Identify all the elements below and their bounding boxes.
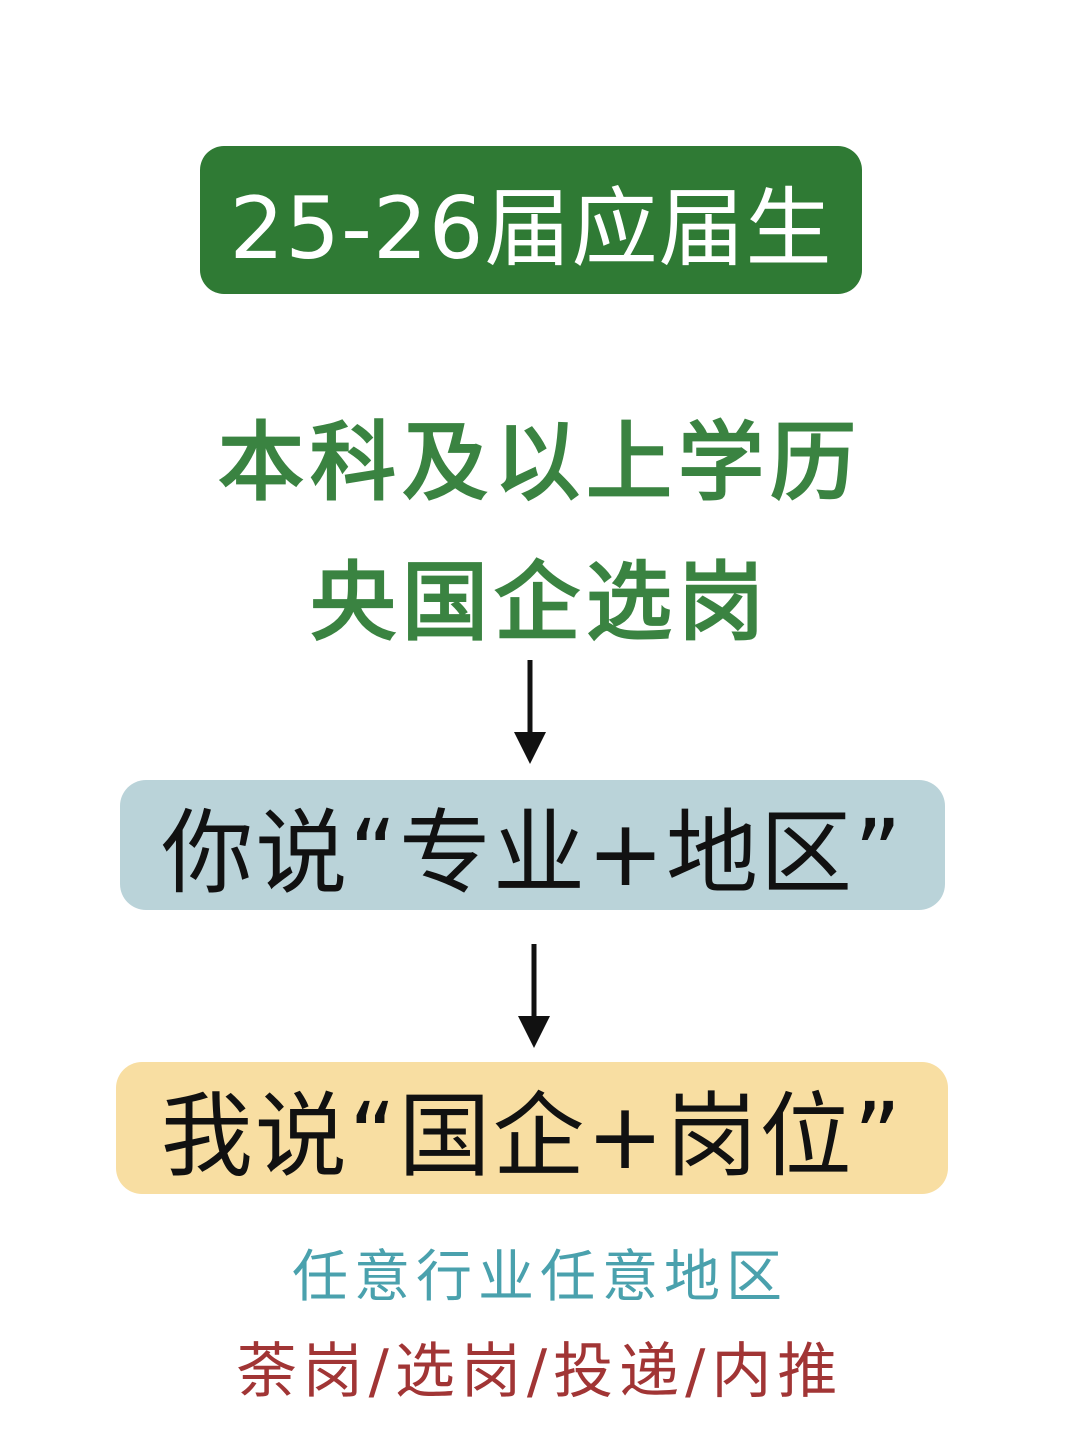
tagline-services: 荼岗/选岗/投递/内推	[236, 1337, 844, 1407]
i-say-text: 我说“国企+岗位”	[160, 1082, 904, 1190]
you-say-box: 你说“专业+地区”	[120, 780, 945, 910]
down-arrow-icon	[514, 660, 546, 764]
i-say-box: 我说“国企+岗位”	[116, 1062, 948, 1194]
badge-text: 25-26届应届生	[229, 178, 833, 279]
headline-line-2: 央国企选岗	[310, 553, 770, 653]
tagline-any-industry: 任意行业任意地区	[292, 1245, 788, 1310]
top-badge: 25-26届应届生	[200, 146, 862, 294]
down-arrow-icon	[518, 944, 550, 1048]
headline-line-1: 本科及以上学历	[218, 413, 862, 513]
you-say-text: 你说“专业+地区”	[161, 799, 904, 907]
